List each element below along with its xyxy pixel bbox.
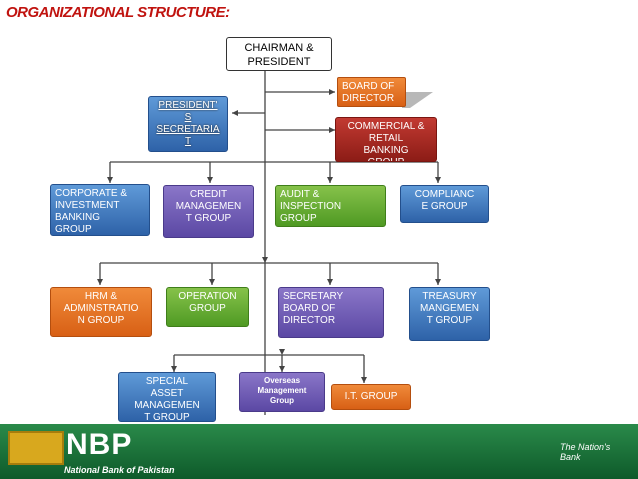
node-operation: OPERATION GROUP <box>166 287 249 327</box>
node-compliance: COMPLIANC E GROUP <box>400 185 489 223</box>
node-presidents-secretariat: PRESIDENT' S SECRETARIA T <box>148 96 228 152</box>
node-it-group: I.T. GROUP <box>331 384 411 410</box>
node-special-asset-management: SPECIAL ASSET MANAGEMEN T GROUP <box>118 372 216 422</box>
logo-text: NBP <box>66 428 133 461</box>
node-secretary-board-of-director: SECRETARY BOARD OF DIRECTOR <box>278 287 384 338</box>
node-treasury-management: TREASURY MANGEMEN T GROUP <box>409 287 490 341</box>
node-hrm-administration: HRM & ADMINSTRATIO N GROUP <box>50 287 152 337</box>
tagline: The Nation's Bank <box>560 442 611 462</box>
bank-name: National Bank of Pakistan <box>64 465 175 475</box>
nbp-logo-icon <box>8 431 64 465</box>
node-audit-inspection: AUDIT & INSPECTION GROUP <box>275 185 386 227</box>
node-chairman: CHAIRMAN & PRESIDENT <box>226 37 332 71</box>
node-credit-management: CREDIT MANAGEMEN T GROUP <box>163 185 254 238</box>
page-title: ORGANIZATIONAL STRUCTURE: <box>6 4 230 21</box>
node-commercial-retail-banking: COMMERCIAL & RETAIL BANKING GROUP <box>335 117 437 162</box>
footer-bar: NBP National Bank of Pakistan The Nation… <box>0 424 638 479</box>
node-overseas-management: Overseas Management Group <box>239 372 325 412</box>
node-corporate-investment-banking: CORPORATE & INVESTMENT BANKING GROUP <box>50 184 150 236</box>
node-board-of-director: BOARD OF DIRECTOR <box>337 77 406 107</box>
